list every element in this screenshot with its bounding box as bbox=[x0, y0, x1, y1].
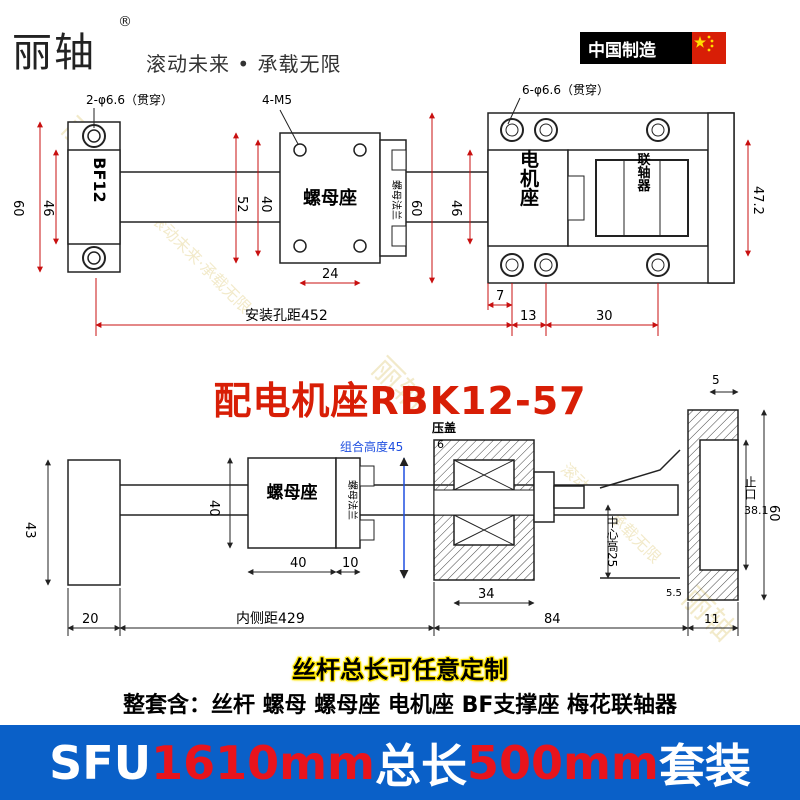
side-flange-width-dim: 10 bbox=[342, 556, 359, 571]
motor-h1-dim: 60 bbox=[408, 200, 423, 217]
motor-hole-note: 6-φ6.6（贯穿） bbox=[522, 82, 609, 97]
made-in-china-text: 中国制造 bbox=[588, 40, 656, 61]
china-flag-icon bbox=[692, 32, 726, 64]
spec-length-value: 500mm bbox=[466, 735, 659, 790]
dim-30: 30 bbox=[596, 309, 613, 324]
spigot-value: 38.1 bbox=[744, 504, 769, 517]
nut-h2-dim: 40 bbox=[258, 196, 273, 213]
side-nut-label: 螺母座 bbox=[267, 482, 318, 503]
left-height-dim: 43 bbox=[22, 522, 37, 539]
dim-7: 7 bbox=[496, 289, 504, 304]
mount-span-dim: 安装孔距452 bbox=[245, 308, 328, 324]
svg-text:滚动未来·承载无限: 滚动未来·承载无限 bbox=[147, 209, 255, 317]
side-nut-height-dim: 40 bbox=[206, 500, 221, 517]
dim-20: 20 bbox=[82, 612, 99, 627]
made-in-china-badge: 中国制造 bbox=[580, 32, 726, 64]
bf12-label: BF12 bbox=[90, 157, 109, 202]
side-left-support bbox=[67, 459, 121, 586]
nut-flange-label: 螺母法兰 bbox=[390, 180, 403, 220]
center-height-dim: 中心高25 bbox=[605, 515, 619, 568]
package-contents: 整套含：丝杆 螺母 螺母座 电机座 BF支撑座 梅花联轴器 bbox=[122, 693, 678, 718]
assembly-height-dim: 组合高度45 bbox=[340, 439, 403, 454]
nut-width-dim: 24 bbox=[322, 267, 339, 282]
brand-slogan: 滚动未来 • 承载无限 bbox=[146, 52, 342, 76]
dim-5-5: 5.5 bbox=[666, 588, 682, 599]
nut-seat-label: 螺母座 bbox=[303, 187, 357, 209]
cover-label: 压盖 bbox=[432, 420, 456, 435]
dim-34: 34 bbox=[478, 587, 495, 602]
inner-span-dim: 内侧距429 bbox=[236, 611, 305, 627]
side-nut-flange-label: 螺母法兰 bbox=[346, 480, 359, 520]
spec-length-label: 总长 bbox=[374, 738, 467, 793]
spec-model: SFU bbox=[49, 735, 152, 790]
bf-inner-dim: 46 bbox=[40, 200, 55, 217]
custom-length-note: 丝杆总长可任意定制 bbox=[292, 656, 508, 684]
product-spec-banner: SFU 1610mm 总长 500mm 套装 bbox=[0, 725, 800, 800]
motor-h2-dim: 46 bbox=[448, 200, 463, 217]
nut-h1-dim: 52 bbox=[234, 196, 249, 213]
side-nut-seat bbox=[247, 457, 375, 549]
nut-seat bbox=[279, 132, 407, 264]
coupling-label: 联轴器 bbox=[635, 153, 652, 193]
product-title: 配电机座RBK12-57 bbox=[213, 379, 587, 423]
dim-11: 11 bbox=[704, 612, 719, 626]
nut-hole-note: 4-M5 bbox=[262, 93, 292, 107]
spec-model-size: 1610mm bbox=[151, 735, 375, 790]
dim-84: 84 bbox=[544, 612, 561, 627]
spigot-label: 止口 bbox=[743, 476, 757, 500]
brand-logo: 丽轴 bbox=[12, 30, 96, 76]
bf-height-dim: 60 bbox=[10, 200, 25, 217]
motor-seat bbox=[487, 112, 735, 284]
side-nut-width-dim: 40 bbox=[290, 556, 307, 571]
motor-seat-label: 电机座 bbox=[517, 148, 539, 207]
spec-kit-label: 套装 bbox=[658, 738, 751, 793]
dim-5: 5 bbox=[712, 373, 720, 387]
motor-right-dim: 47.2 bbox=[750, 186, 765, 215]
bf12-support bbox=[67, 121, 121, 273]
motor-flange-plate bbox=[687, 409, 739, 601]
registered-mark: ® bbox=[118, 14, 132, 30]
dim-6: 6 bbox=[437, 438, 444, 451]
bearing-housing bbox=[433, 439, 585, 581]
dim-13: 13 bbox=[520, 309, 537, 324]
bf-hole-note: 2-φ6.6（贯穿） bbox=[86, 92, 173, 107]
right-height-dim: 60 bbox=[766, 505, 781, 522]
